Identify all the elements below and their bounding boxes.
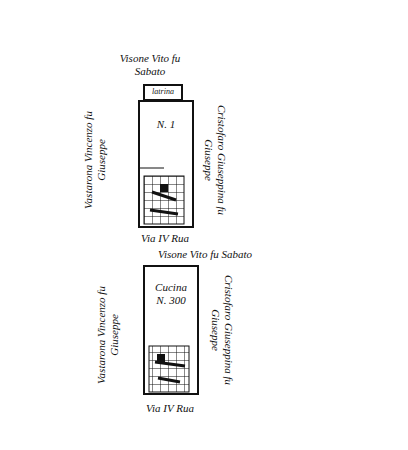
staircase [149, 346, 189, 392]
street-name: Via IV Rua [120, 232, 210, 245]
room-plan: N. 1 [138, 100, 194, 228]
latrine-box: latrina [143, 84, 183, 101]
neighbour-name: Vastarona Vincenzo fu Giuseppe [82, 98, 107, 223]
staircase [144, 176, 184, 224]
neighbour-name: Visone Vito fu Sabato [130, 248, 280, 261]
neighbour-name: Cristofaro Giuseppina fu Giuseppe [202, 98, 227, 223]
neighbour-name: Vastarona Vincenzo fu Giuseppe [95, 273, 120, 398]
partition-line [140, 168, 164, 169]
neighbour-name: Cristofaro Giuseppina fu Giuseppe [209, 268, 234, 393]
room-label: latrina [151, 87, 175, 96]
room-label: N. 300 [155, 294, 186, 307]
neighbour-name: Visone Vito fu Sabato [114, 52, 186, 77]
room-label: Cucina [154, 281, 188, 294]
room-plan: CucinaN. 300 [143, 265, 199, 395]
room-label: N. 1 [156, 118, 176, 131]
street-name: Via IV Rua [125, 402, 215, 415]
